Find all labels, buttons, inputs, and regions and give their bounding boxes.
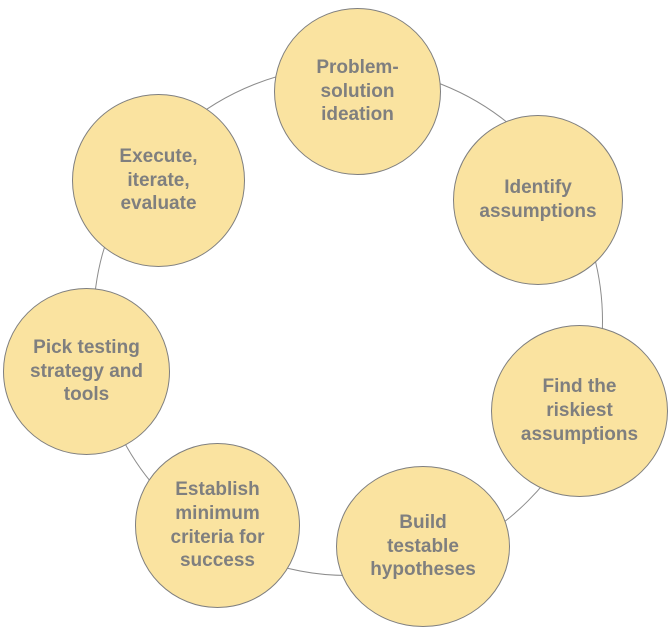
step-build-testable-hypotheses: Build testable hypotheses [336,466,510,627]
step-problem-solution-ideation: Problem- solution ideation [274,8,441,175]
step-label: Establish minimum criteria for success [170,479,265,572]
step-label: Identify assumptions [479,177,597,222]
step-execute-iterate-evaluate: Execute, iterate, evaluate [72,94,245,267]
step-find-the-riskiest-assumptions: Find the riskiest assumptions [491,325,668,497]
step-label: Build testable hypotheses [370,511,476,581]
step-label: Find the riskiest assumptions [520,376,639,445]
step-label: Execute, iterate, evaluate [119,145,198,215]
step-establish-minimum-criteria-for-success: Establish minimum criteria for success [135,443,300,608]
step-label: Pick testing strategy and tools [30,336,143,406]
step-label: Problem- solution ideation [316,56,399,126]
step-pick-testing-strategy-and-tools: Pick testing strategy and tools [3,288,170,455]
step-identify-assumptions: Identify assumptions [453,115,623,285]
